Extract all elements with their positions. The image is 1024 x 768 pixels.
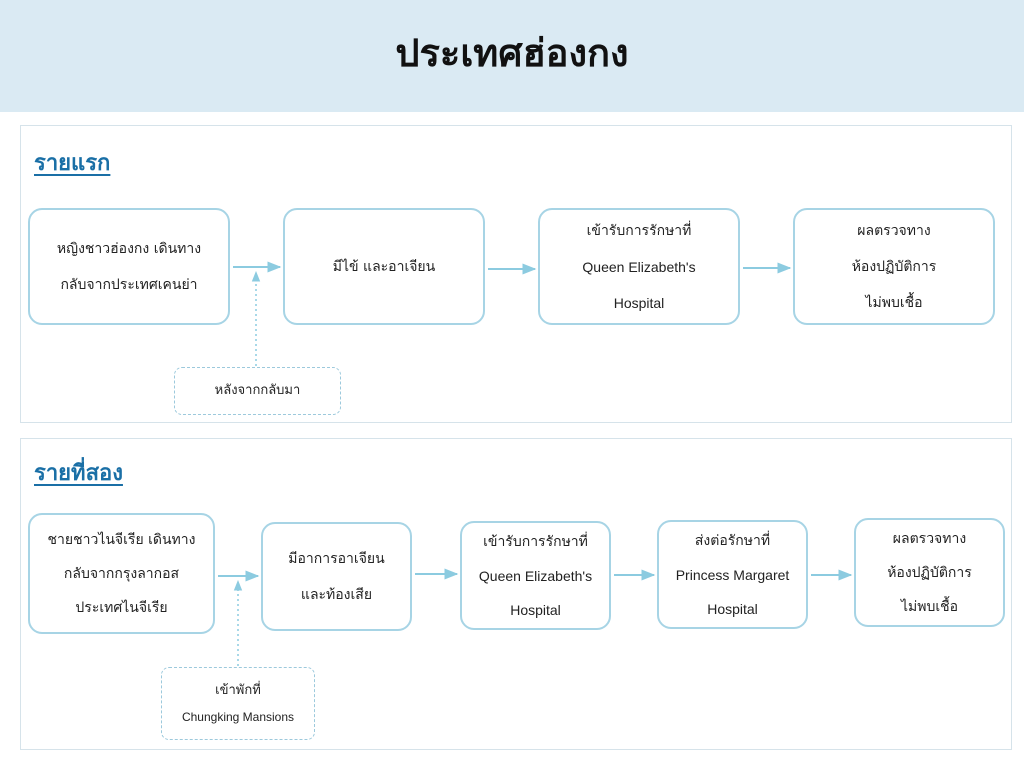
step-line: กลับจากประเทศเคนย่า (60, 276, 198, 293)
case-1-heading: รายแรก (34, 151, 111, 176)
case-1-step-4: ผลตรวจทาง ห้องปฏิบัติการ ไม่พบเชื้อ (793, 208, 995, 325)
step-line: Queen Elizabeth's (478, 567, 593, 584)
case-1-step-3: เข้ารับการรักษาที่ Queen Elizabeth's Hos… (538, 208, 740, 325)
case-2-step-4: ส่งต่อรักษาที่ Princess Margaret Hospita… (657, 520, 808, 629)
step-line: ส่งต่อรักษาที่ (694, 532, 771, 549)
case-1-step-1: หญิงชาวฮ่องกง เดินทาง กลับจากประเทศเคนย่… (28, 208, 230, 325)
page-title: ประเทศฮ่องกง (395, 31, 629, 75)
case-2-step-2: มีอาการอาเจียน และท้องเสีย (261, 522, 412, 631)
step-line: หญิงชาวฮ่องกง เดินทาง (56, 240, 202, 257)
step-line: ห้องปฏิบัติการ (887, 564, 972, 581)
case-2-heading: รายที่สอง (34, 461, 123, 486)
note-line: Chungking Mansions (181, 709, 295, 724)
case-1-note: หลังจากกลับมา (174, 367, 341, 415)
step-line: ไม่พบเชื้อ (865, 294, 923, 311)
case-2-step-3: เข้ารับการรักษาที่ Queen Elizabeth's Hos… (460, 521, 611, 630)
step-line: เข้ารับการรักษาที่ (483, 533, 588, 550)
step-line: ชายชาวไนจีเรีย เดินทาง (47, 531, 196, 548)
case-1-step-2: มีไข้ และอาเจียน (283, 208, 485, 325)
step-line: ห้องปฏิบัติการ (851, 258, 937, 275)
step-line: เข้ารับการรักษาที่ (586, 222, 692, 239)
step-line: มีอาการอาเจียน (288, 550, 385, 567)
step-line: Princess Margaret (675, 566, 790, 583)
note-line: เข้าพักที่ (215, 682, 261, 698)
step-line: และท้องเสีย (300, 586, 373, 603)
step-line: Queen Elizabeth's (582, 258, 696, 275)
step-line: ไม่พบเชื้อ (900, 598, 959, 615)
step-line: Hospital (707, 600, 758, 617)
step-line: ประเทศไนจีเรีย (75, 599, 168, 616)
header-banner (0, 0, 1024, 112)
note-line: หลังจากกลับมา (214, 383, 301, 398)
step-line: ผลตรวจทาง (857, 222, 931, 239)
case-2-step-1: ชายชาวไนจีเรีย เดินทาง กลับจากกรุงลากอส … (28, 513, 215, 634)
step-line: มีไข้ และอาเจียน (332, 258, 436, 275)
step-line: ผลตรวจทาง (892, 530, 967, 547)
case-2-note: เข้าพักที่ Chungking Mansions (161, 667, 315, 740)
step-line: Hospital (613, 294, 665, 311)
step-line: Hospital (510, 601, 561, 618)
step-line: กลับจากกรุงลากอส (63, 565, 180, 582)
case-2-step-5: ผลตรวจทาง ห้องปฏิบัติการ ไม่พบเชื้อ (854, 518, 1005, 627)
